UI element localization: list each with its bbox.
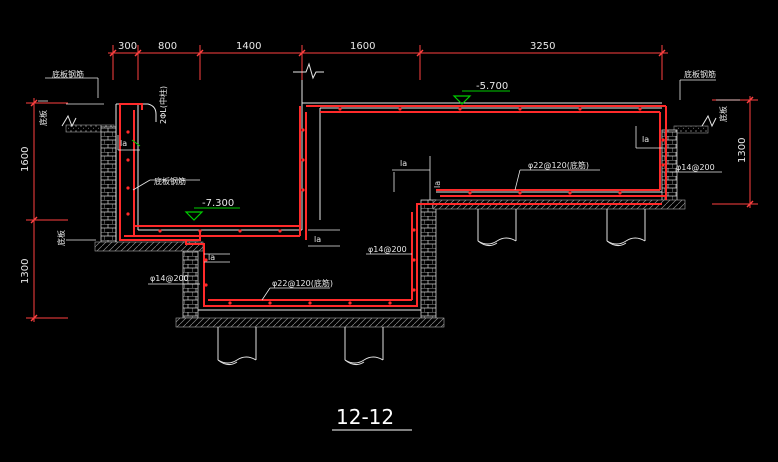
tag-side-bottom-left: 底板: [56, 230, 66, 246]
dim-left-1600: 1600: [20, 147, 31, 172]
soil-top-right: [673, 125, 709, 134]
la-label-pit: la: [208, 253, 215, 262]
rebar-lines: [119, 103, 667, 307]
rebar-label-bottom-upper: φ22@120(底筋): [528, 160, 589, 170]
rebar-label-bottom-lower: φ22@120(底筋): [272, 278, 333, 288]
tag-side-top-left: 底板: [38, 110, 48, 126]
pile-center: [344, 327, 384, 366]
pile-right-1: [477, 209, 517, 247]
soil-break-left: [61, 114, 77, 128]
tag-vertical: 2ΦL(中柱): [158, 86, 168, 124]
dim-top-3250: 3250: [530, 41, 555, 52]
tag-wall-rebar: 底板钢筋: [154, 176, 186, 186]
elevation-marker-7300: [184, 207, 240, 221]
rebar-dots: [126, 107, 665, 305]
dim-top-1600: 1600: [350, 41, 375, 52]
soil-break-right: [701, 114, 717, 128]
left-dimension-line: [26, 98, 68, 322]
la-label-mid-top: la: [400, 159, 407, 168]
tag-top-left: 底板钢筋: [52, 69, 84, 79]
break-symbol: [293, 62, 324, 80]
la-label-center: la: [314, 235, 321, 244]
rebar-label-left-wall: φ14@200: [150, 274, 189, 283]
dim-top-800: 800: [158, 41, 177, 52]
top-dimension-line: [108, 45, 668, 80]
elevation-label-7300: -7.300: [202, 198, 234, 209]
dim-right-1300: 1300: [737, 138, 748, 163]
tag-top-right: 底板钢筋: [684, 69, 716, 79]
pile-left: [217, 327, 257, 366]
elevation-marker-5700: [452, 90, 510, 105]
elevation-label-5700: -5.700: [476, 81, 508, 92]
base-slab-lower: [175, 317, 445, 328]
la-label-left: la: [120, 139, 127, 148]
pile-right-2: [606, 209, 646, 247]
dim-left-1300: 1300: [20, 259, 31, 284]
rebar-label-right-wall: φ14@200: [676, 163, 715, 172]
dim-top-1400: 1400: [236, 41, 261, 52]
la-label-right: la: [642, 135, 649, 144]
dim-top-300: 300: [118, 41, 137, 52]
brick-wall-mid-right: [420, 199, 437, 319]
rebar-label-mid-wall: φ14@200: [368, 245, 407, 254]
anchor-mark-green: [131, 139, 141, 147]
tag-side-right: 底板: [718, 106, 728, 122]
la-label-mid-vertical: la: [433, 181, 442, 188]
concrete-outline: [115, 80, 662, 311]
brick-wall-left: [100, 126, 117, 243]
section-title: 12-12: [336, 405, 394, 429]
leader-lines: [38, 77, 740, 301]
